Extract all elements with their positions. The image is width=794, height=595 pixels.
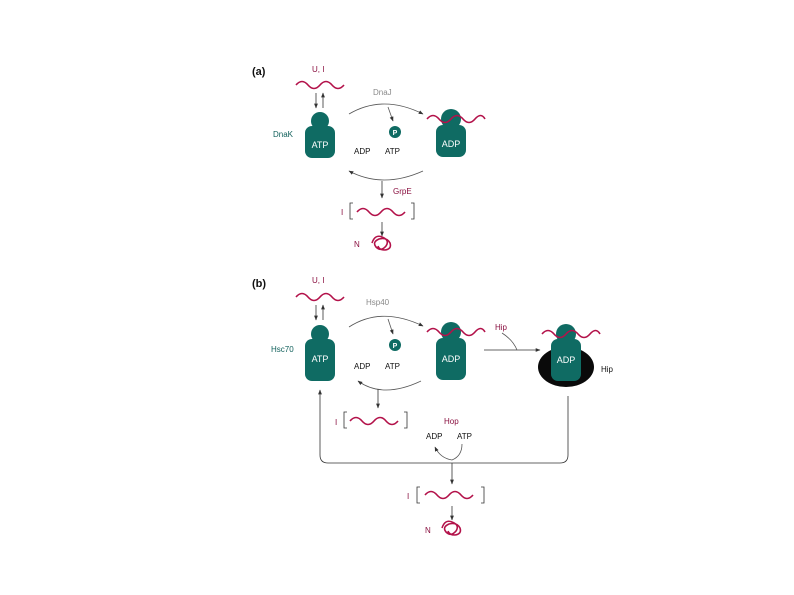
panel-b-bracket2-right [481, 487, 484, 503]
panel-b-hsp40-label: Hsp40 [366, 298, 390, 307]
panel-a-unfolded-substrate [296, 82, 344, 89]
panel-b-bracket2-left [417, 487, 420, 503]
panel-a-dnak-label: DnaK [273, 130, 294, 139]
panel-b-native-protein [442, 521, 460, 535]
panel-a-dnak-adp [436, 109, 466, 157]
panel-b-unfolded-substrate [296, 294, 344, 301]
panel-b-native-label: N [425, 526, 431, 535]
panel-a-grpe-label: GrpE [393, 187, 412, 196]
panel-b-intermediate2-label: I [407, 492, 409, 501]
panel-b-phosphate-text: P [393, 343, 398, 350]
panel-a-unfolded-label: U, I [312, 65, 324, 74]
panel-a-bracket-left [350, 203, 353, 219]
panel-a-bracket-right [411, 203, 414, 219]
panel-a-cycle-atp: ATP [385, 147, 400, 156]
panel-b-hip-join-curve [502, 333, 517, 350]
panel-b-hop-exchange-arrow [435, 444, 462, 460]
panel-b-hip-side-label: Hip [601, 365, 614, 374]
panel-b-hip-complex-adp-text: ADP [557, 355, 576, 365]
panel-a-phosphate-text: P [393, 130, 398, 137]
panel-a-intermediate-label: I [341, 208, 343, 217]
panel-b-cycle-atp: ATP [385, 362, 400, 371]
panel-b-hsp40-arrow [349, 316, 423, 327]
panel-b-pi-arrow [388, 319, 393, 334]
panel-a-dnaj-arrow [349, 104, 423, 114]
panel-b-hop-atp: ATP [457, 432, 472, 441]
panel-b-cycle-adp: ADP [354, 362, 370, 371]
panel-a-dnak-atp [305, 112, 335, 158]
panel-a-label: (a) [252, 66, 266, 78]
panel-a-intermediate-substrate [357, 209, 405, 216]
panel-b-hop-return-loop [320, 390, 568, 463]
panel-a-native-protein [372, 236, 390, 250]
panel-b-exchange-arrow [358, 381, 421, 390]
panel-a-dnaj-label: DnaJ [373, 88, 392, 97]
panel-b-hsc70-adp-text: ADP [442, 354, 461, 364]
panel-b-hip-arrow-label: Hip [495, 323, 508, 332]
panel-a-pi-arrow [388, 107, 393, 121]
panel-b-bracket-left [344, 412, 347, 428]
panel-b-hop-adp: ADP [426, 432, 442, 441]
panel-a-grpe-arrow [349, 171, 423, 180]
panel-a-dnak-atp-text: ATP [312, 140, 329, 150]
panel-a-dnak-adp-text: ADP [442, 139, 461, 149]
panel-b-intermediate2-substrate [425, 492, 473, 499]
panel-b-unfolded-label: U, I [312, 276, 324, 285]
panel-a-native-label: N [354, 240, 360, 249]
panel-b-bracket-right [404, 412, 407, 428]
panel-b-intermediate-label: I [335, 418, 337, 427]
panel-b-hsc70-label: Hsc70 [271, 345, 294, 354]
panel-b-hop-label: Hop [444, 417, 459, 426]
panel-b-intermediate-substrate [350, 418, 398, 425]
panel-b-hsc70-atp-text: ATP [312, 354, 329, 364]
panel-a-cycle-adp: ADP [354, 147, 370, 156]
panel-b-hsc70-atp [305, 325, 335, 381]
panel-b-label: (b) [252, 278, 266, 290]
